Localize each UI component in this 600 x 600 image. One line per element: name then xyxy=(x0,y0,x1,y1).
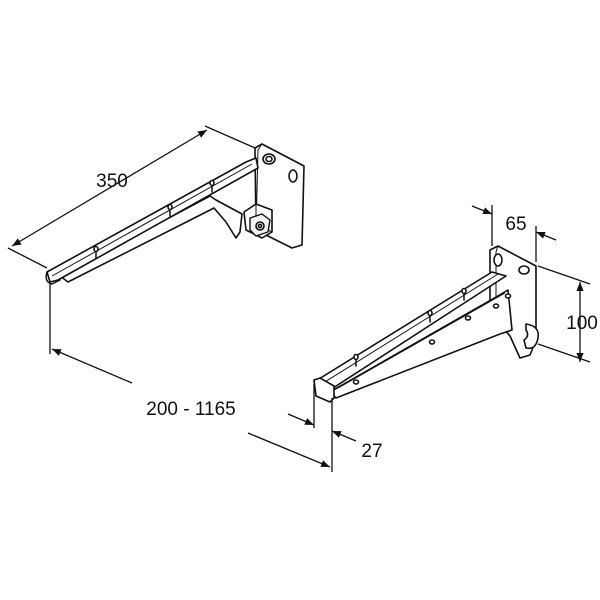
right-strut-holes xyxy=(352,293,512,385)
dimension-height: 100 xyxy=(537,265,598,363)
dimension-thickness-label: 27 xyxy=(361,441,382,462)
dimension-thickness: 27 xyxy=(287,384,383,462)
right-arm-pins xyxy=(353,287,467,367)
left-plate-slot-right xyxy=(288,169,298,183)
dimension-range: 200 - 1165 xyxy=(49,284,333,472)
dimension-width: 65 xyxy=(471,205,557,262)
left-adjuster-block xyxy=(243,203,273,239)
right-bracket xyxy=(313,245,540,403)
right-plate-hook xyxy=(523,323,540,350)
dimension-height-label: 100 xyxy=(566,313,598,334)
right-arm-end-cap xyxy=(313,377,335,403)
dimension-range-label: 200 - 1165 xyxy=(146,399,235,420)
left-bracket-strut xyxy=(59,195,243,283)
right-plate-slot-top xyxy=(493,253,503,267)
right-plate-slot-side xyxy=(518,265,530,275)
dimension-width-label: 65 xyxy=(505,214,526,235)
dimension-length-label: 350 xyxy=(96,171,128,192)
dimension-length: 350 xyxy=(7,125,256,269)
left-bracket xyxy=(45,143,305,285)
